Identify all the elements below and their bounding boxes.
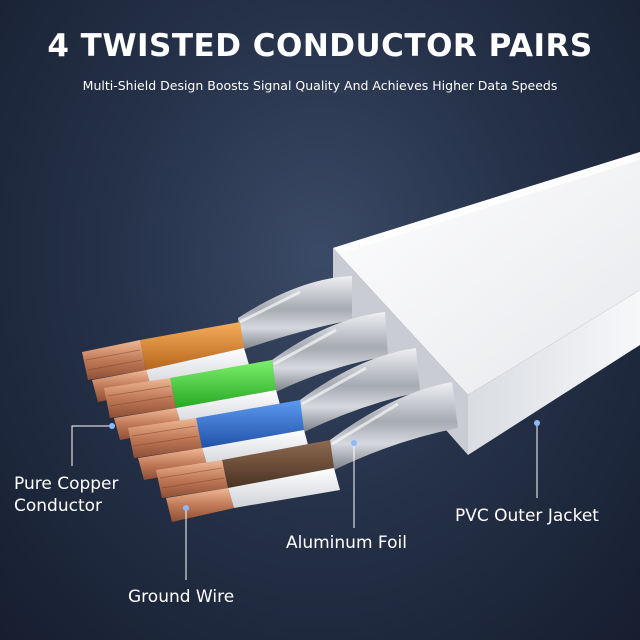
label-aluminum-foil: Aluminum Foil (286, 533, 407, 553)
callout-dot (534, 420, 540, 426)
callout-dot (183, 505, 189, 511)
page-subtitle: Multi-Shield Design Boosts Signal Qualit… (82, 78, 558, 93)
callout-dot (109, 423, 115, 429)
twisted-pair-brown (156, 382, 458, 522)
callout-aluminum-foil-line (351, 440, 357, 528)
label-ground-wire: Ground Wire (128, 587, 235, 607)
callout-dot (351, 440, 357, 446)
callout-ground-wire-line (183, 505, 189, 580)
twisted-pair-blue (128, 348, 420, 480)
label-pure-copper-line2: Conductor (14, 496, 103, 516)
label-pvc-outer-jacket: PVC Outer Jacket (455, 506, 599, 526)
label-pure-copper-line1: Pure Copper (14, 474, 119, 494)
callout-pure-copper-line (71, 423, 115, 466)
twisted-pair-green (104, 312, 388, 440)
copper-strand-texture (85, 349, 225, 489)
callout-pvc-jacket-line (534, 420, 540, 498)
label-pure-copper-conductor: Pure Copper Conductor (14, 473, 174, 517)
page-title: 4 TWISTED CONDUCTOR PAIRS (47, 28, 593, 64)
